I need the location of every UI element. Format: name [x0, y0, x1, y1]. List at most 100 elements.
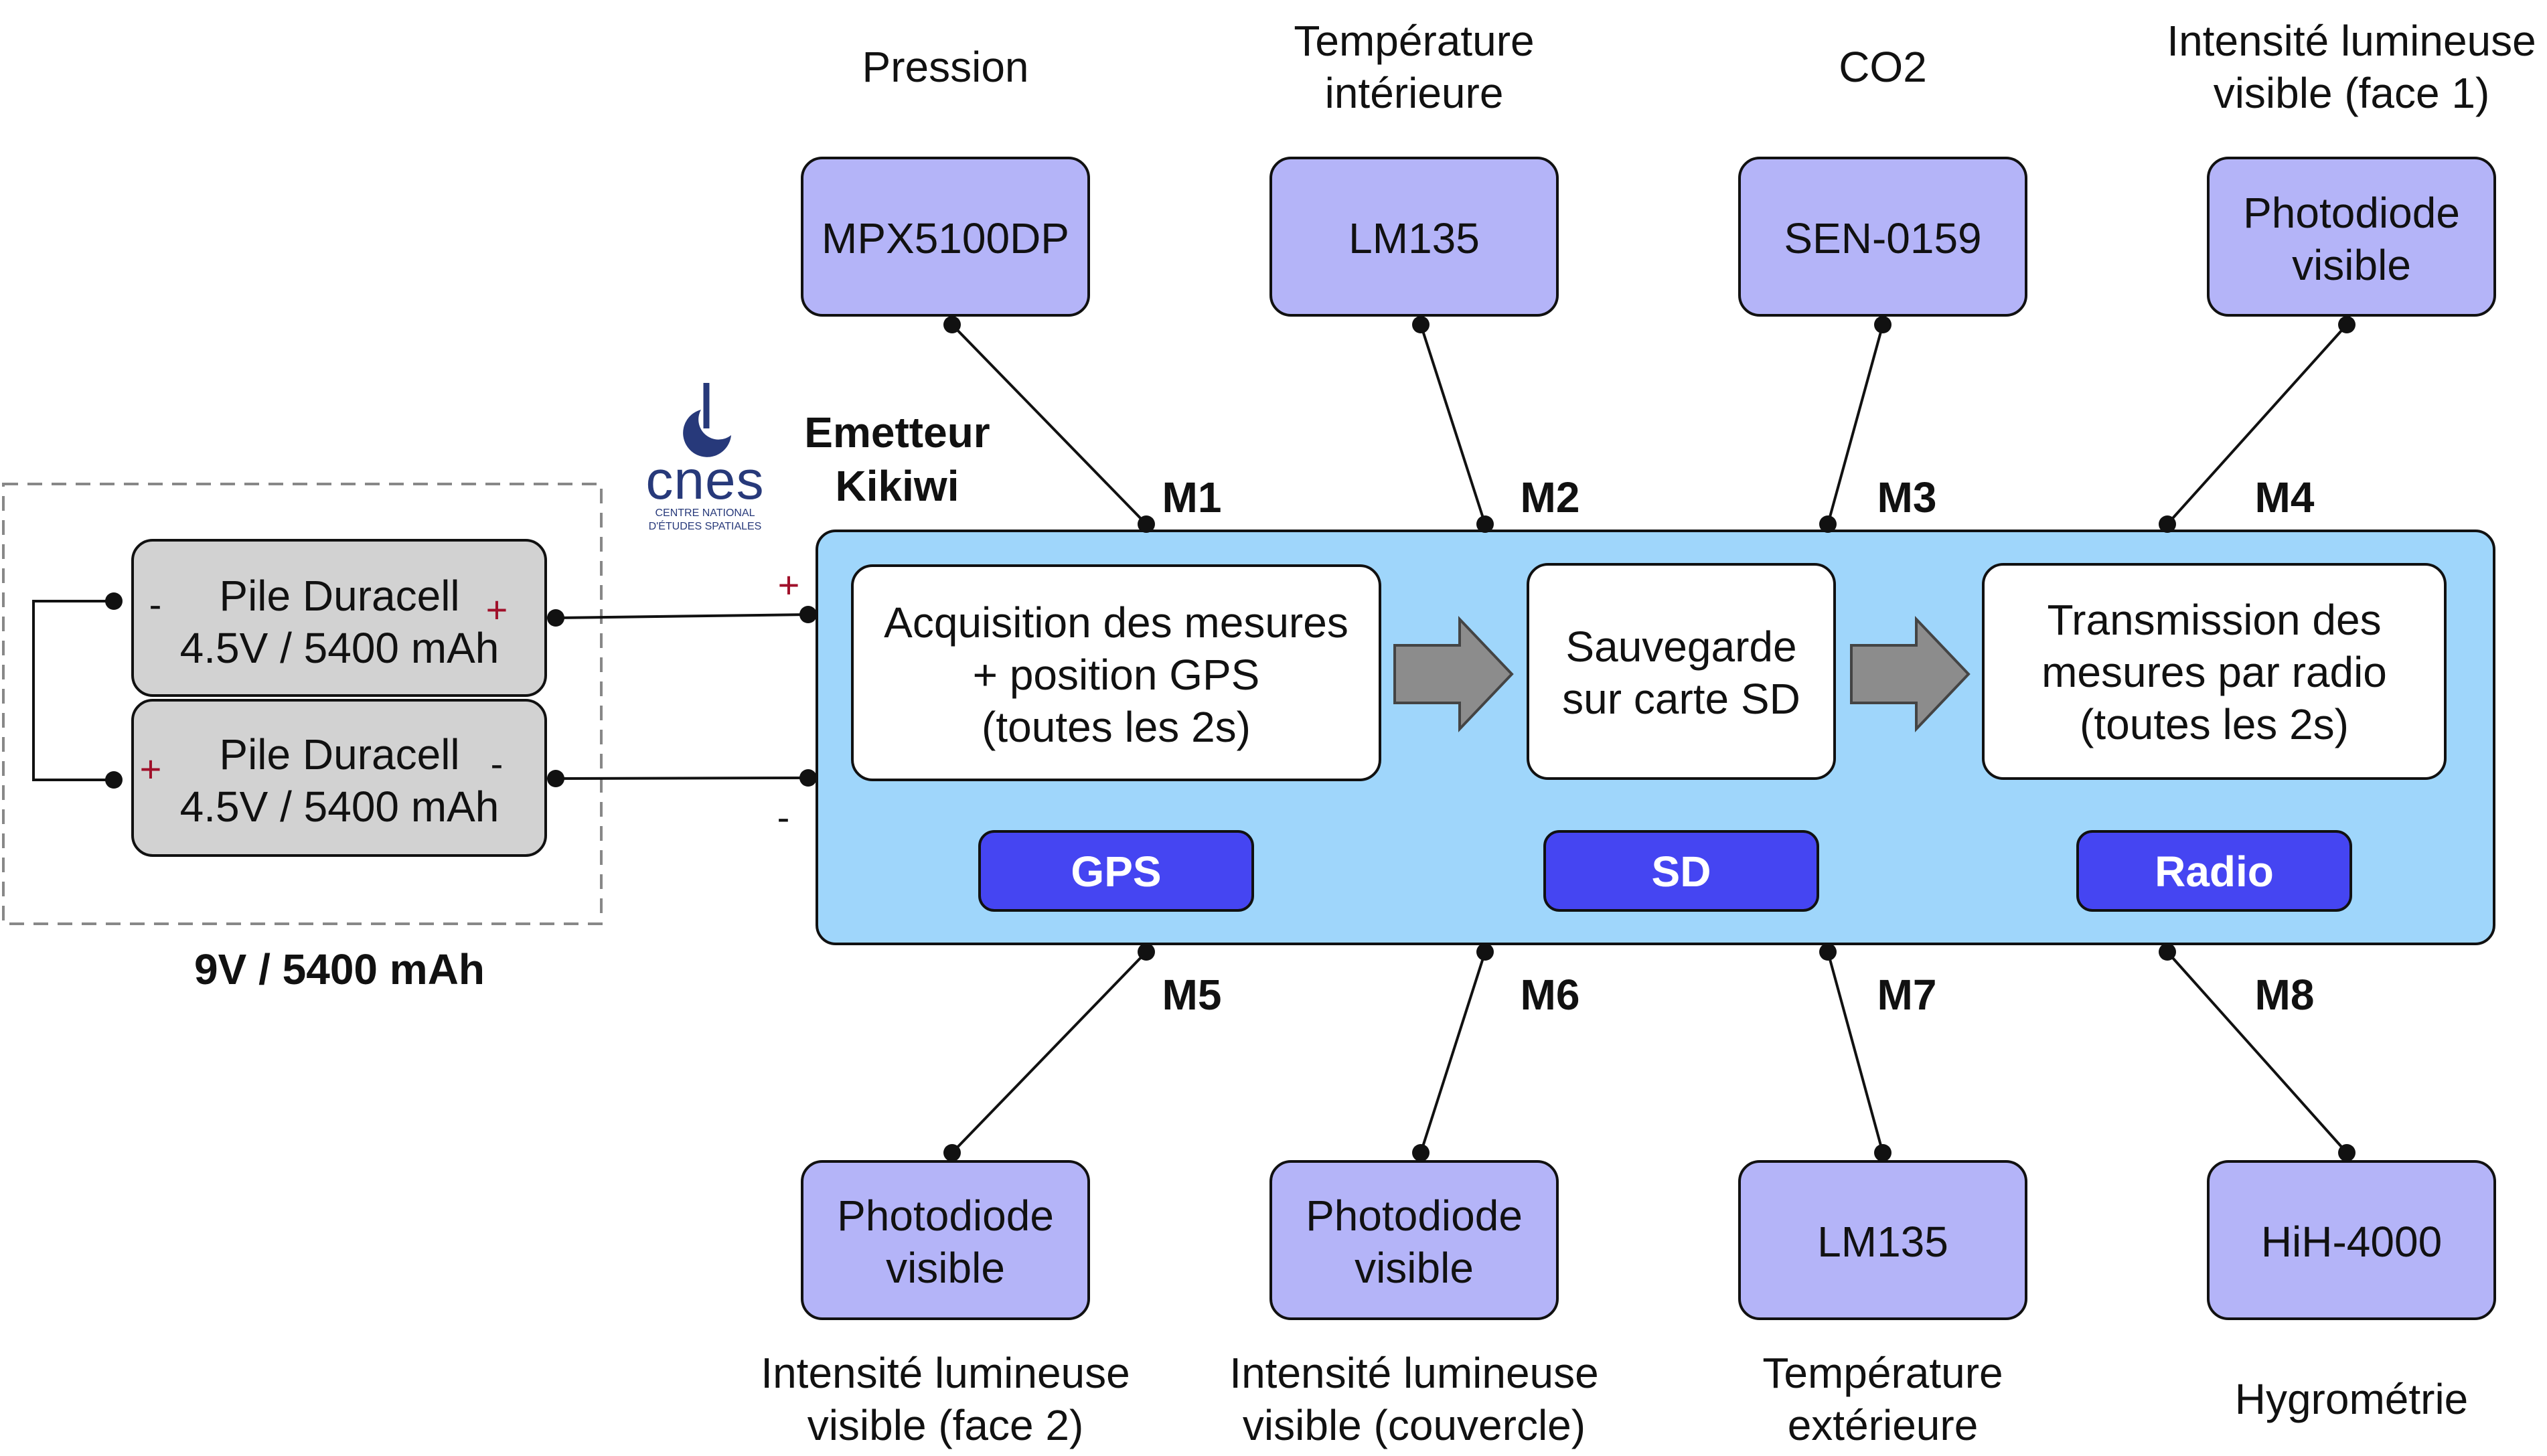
port-label: M7	[1877, 971, 1937, 1019]
emitter-board: Acquisition des mesures + position GPS (…	[816, 530, 2495, 945]
sensor-box	[1269, 157, 1559, 317]
sensor-box	[801, 1160, 1090, 1320]
battery-total-rating: 9V / 5400 mAh	[194, 945, 485, 993]
battery-cell-box	[131, 539, 547, 697]
sensor-measure: visible (face 2)	[807, 1401, 1084, 1449]
sensor-device: LM135	[1817, 1218, 1948, 1266]
sensor-m7: M7 LM135 Température extérieure	[1738, 943, 2027, 1449]
emitter-plus-sign: +	[778, 564, 800, 606]
sensor-measure: Température	[1762, 1349, 2003, 1397]
port-label: M4	[2255, 473, 2315, 521]
sensor-m2: Température intérieure LM135 M2	[1269, 17, 1580, 533]
svg-text:mesures par radio: mesures par radio	[2041, 648, 2387, 696]
svg-text:+ position GPS: + position GPS	[973, 651, 1260, 699]
module-radio: Radio	[2076, 830, 2352, 912]
sensor-device: Photodiode	[2243, 189, 2460, 237]
sensor-device: SEN-0159	[1784, 214, 1981, 262]
sensor-m1: Pression MPX5100DP M1	[801, 43, 1222, 533]
sensor-measure: extérieure	[1788, 1401, 1979, 1449]
port-label: M2	[1521, 473, 1580, 521]
battery-terminal-sign: -	[491, 742, 504, 785]
sensor-m6: M6 Photodiode visible Intensité lumineus…	[1229, 943, 1599, 1449]
cnes-logo: cnes CENTRE NATIONAL D'ÉTUDES SPATIALES	[645, 383, 764, 532]
svg-text:Transmission des: Transmission des	[2047, 596, 2381, 644]
sensor-measure: CO2	[1839, 43, 1927, 91]
port-label: M5	[1162, 971, 1222, 1019]
cnes-wordmark: cnes	[645, 450, 764, 511]
sensor-measure: Intensité lumineuse	[761, 1349, 1130, 1397]
sensor-measure: Intensité lumineuse	[2167, 17, 2536, 65]
sensor-device: Photodiode	[837, 1192, 1054, 1240]
sensor-measure: Pression	[862, 43, 1029, 91]
battery-cell-box	[131, 699, 547, 857]
sensor-m5: M5 Photodiode visible Intensité lumineus…	[761, 943, 1221, 1449]
stage-sd-save: Sauvegarde sur carte SD	[1527, 563, 1836, 780]
terminal-dot	[547, 609, 564, 627]
sensor-device: LM135	[1348, 214, 1480, 262]
emitter-title: Kikiwi	[836, 462, 959, 510]
terminal-dot	[105, 592, 123, 610]
sensor-m8: M8 HiH-4000 Hygrométrie	[2159, 943, 2496, 1423]
stage-acquisition: Acquisition des mesures + position GPS (…	[851, 564, 1381, 781]
svg-text:GPS: GPS	[1071, 847, 1161, 896]
svg-text:(toutes les 2s): (toutes les 2s)	[2080, 700, 2349, 748]
stage-radio-transmission: Transmission des mesures par radio (tout…	[1982, 563, 2447, 780]
sensor-box	[2207, 157, 2496, 317]
sensor-measure: visible (couvercle)	[1243, 1401, 1586, 1449]
sensor-m3: CO2 SEN-0159 M3	[1738, 43, 2027, 533]
cnes-mark-icon	[683, 383, 731, 457]
sensor-box	[2207, 1160, 2496, 1320]
sensor-measure: visible (face 1)	[2214, 69, 2490, 117]
stage-arrow-icon	[1850, 615, 1971, 733]
port-label: M3	[1877, 473, 1937, 521]
terminal-dot	[799, 606, 817, 623]
power-wires: + -	[547, 564, 817, 838]
svg-text:(toutes les 2s): (toutes les 2s)	[982, 703, 1251, 751]
sensor-box	[801, 157, 1090, 317]
battery-cell-name: Pile Duracell	[219, 730, 459, 779]
emitter-title: Emetteur	[804, 408, 990, 457]
svg-text:Radio: Radio	[2155, 847, 2274, 896]
battery-cell: Pile Duracell 4.5V / 5400 mAh + -	[131, 699, 547, 857]
sensor-device: Photodiode	[1306, 1192, 1523, 1240]
battery-cell-rating: 4.5V / 5400 mAh	[180, 624, 499, 672]
svg-text:sur carte SD: sur carte SD	[1562, 675, 1800, 723]
sensor-device: visible	[886, 1244, 1005, 1292]
sensor-measure: Hygrométrie	[2235, 1375, 2469, 1423]
positive-wire	[555, 613, 809, 619]
sensor-box	[1738, 1160, 2027, 1320]
series-link-wire	[32, 600, 114, 781]
port-label: M1	[1162, 473, 1222, 521]
stage-arrow-icon	[1393, 615, 1514, 733]
sensor-measure: intérieure	[1325, 69, 1504, 117]
terminal-dot	[105, 771, 123, 789]
battery-terminal-sign: -	[149, 583, 162, 625]
battery-cell-name: Pile Duracell	[219, 572, 459, 620]
svg-text:Acquisition des mesures: Acquisition des mesures	[884, 598, 1348, 647]
terminal-dot	[547, 770, 564, 787]
svg-text:SD: SD	[1652, 847, 1711, 896]
sensor-device: MPX5100DP	[822, 214, 1069, 262]
sensor-box	[1738, 157, 2027, 317]
sensor-device: HiH-4000	[2261, 1218, 2442, 1266]
battery-terminal-sign: +	[486, 588, 508, 631]
sensor-m4: Intensité lumineuse visible (face 1) Pho…	[2159, 17, 2536, 533]
negative-wire	[555, 777, 809, 780]
cnes-subtitle-line: D'ÉTUDES SPATIALES	[649, 519, 762, 532]
battery-pack: Pile Duracell 4.5V / 5400 mAh - + Pile D…	[2, 483, 603, 993]
cnes-subtitle-line: CENTRE NATIONAL	[655, 507, 755, 519]
port-label: M8	[2255, 971, 2315, 1019]
module-sd: SD	[1543, 830, 1819, 912]
sensor-measure: Intensité lumineuse	[1229, 1349, 1598, 1397]
emitter-minus-sign: -	[777, 796, 790, 838]
sensor-device: visible	[1355, 1244, 1474, 1292]
terminal-dot	[799, 769, 817, 787]
svg-text:Sauvegarde: Sauvegarde	[1565, 623, 1796, 671]
sensor-box	[1269, 1160, 1559, 1320]
module-gps: GPS	[978, 830, 1254, 912]
sensor-device: visible	[2292, 241, 2411, 289]
battery-pack-outline	[2, 483, 603, 925]
sensor-connectors	[951, 323, 2348, 1154]
battery-terminal-sign: +	[140, 748, 162, 790]
